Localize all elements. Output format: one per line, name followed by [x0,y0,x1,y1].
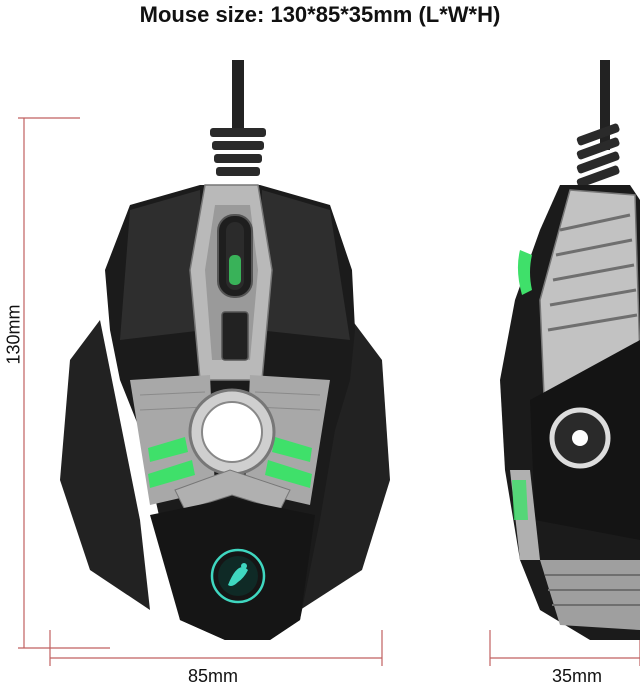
width-dimension-line [49,630,383,666]
length-dimension-line [18,117,110,649]
height-dimension-line [489,630,640,666]
page-title: Mouse size: 130*85*35mm (L*W*H) [139,2,501,27]
length-label: 130mm [3,304,24,365]
height-label: 35mm [552,666,603,686]
mouse-top-view [60,60,390,640]
width-label: 85mm [188,666,239,686]
mouse-side-view [500,60,640,640]
scorpion-icon [210,548,266,604]
